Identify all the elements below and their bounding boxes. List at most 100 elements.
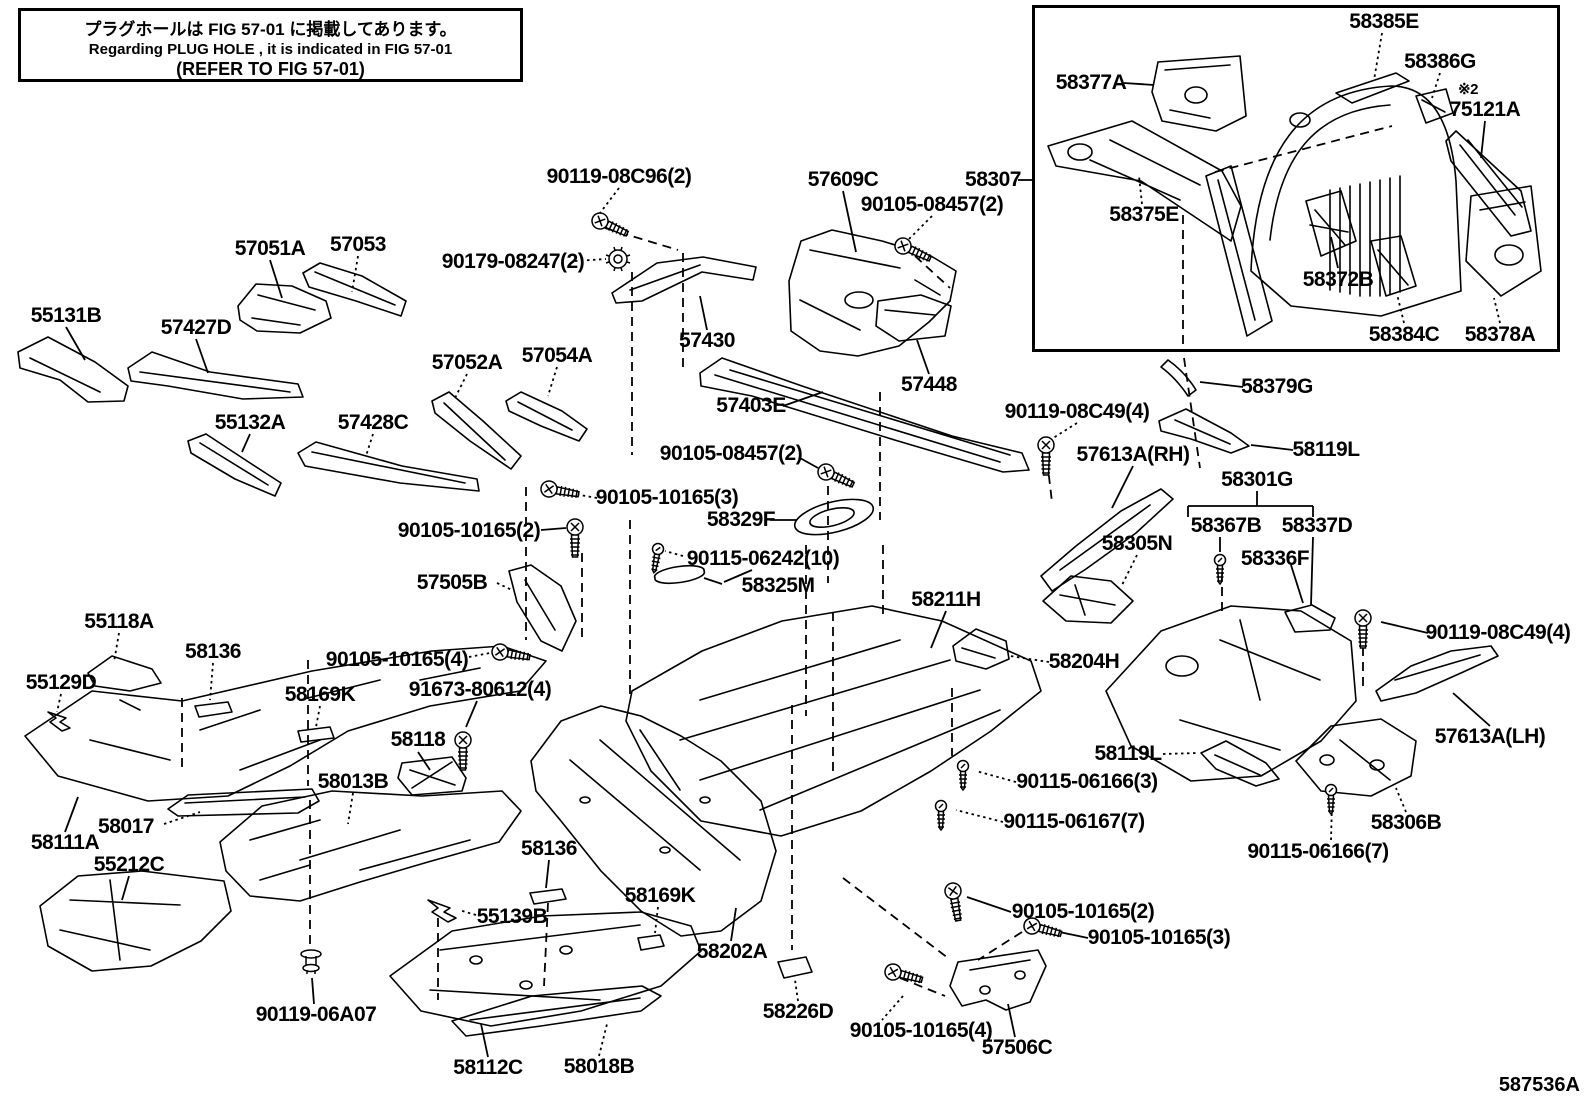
leader-line [799,457,819,469]
leader-line [195,338,209,374]
part-left-floor-side-panel [24,645,547,802]
leader-line [311,977,315,1005]
leader-line [1310,536,1314,606]
bolt-icon [944,882,962,922]
part-label-90115-06242(10): 90115-06242(10) [686,547,840,570]
part-label-58301g: 58301G [1221,468,1293,491]
leader-line [269,259,283,299]
screw-icon [1324,783,1338,816]
part-58336f-part [1284,604,1336,633]
part-55212c-panel [39,870,232,972]
part-label-57052a: 57052A [431,351,503,374]
part-58169k-clip-b [637,934,665,951]
part-inset-58372b-bracket [1305,190,1357,257]
leader-line [703,577,723,585]
bolt-icon [454,731,472,771]
part-label-※2: ※2 [1458,81,1478,98]
part-label-58211h: 58211H [911,588,981,611]
part-label-57506c: 57506C [981,1036,1053,1059]
part-label-58372b: 58372B [1302,268,1374,291]
part-label-58385e: 58385E [1349,10,1419,33]
part-57054a-rail [505,391,588,442]
leader-line [496,582,513,591]
leader-line [1396,293,1405,324]
leader-line [955,809,1004,823]
part-label-58337d: 58337D [1281,514,1353,537]
part-57051a-bracket [237,283,332,334]
part-55129d-arrow [47,711,71,732]
part-label-90119-06a07: 90119-06A07 [255,1003,377,1026]
leader-line [914,255,951,289]
screw-icon [1213,553,1227,586]
part-58136-clip-b [529,888,567,905]
part-label-58169k: 58169K [624,884,696,907]
bolt-icon [566,518,584,558]
part-label-58204h: 58204H [1048,650,1120,673]
part-label-55131b: 55131B [30,304,102,327]
part-label-58169k: 58169K [284,683,356,706]
part-57505b-bracket [508,564,577,652]
part-58136-clip-a [194,701,233,718]
part-label-58136: 58136 [521,837,577,860]
part-label-90105-10165(4): 90105-10165(4) [325,648,469,671]
bolt-icon [1023,917,1063,938]
leader-line [1330,236,1339,269]
leader-line [1373,32,1383,81]
leader-line [365,433,374,457]
leader-line [454,373,468,399]
grommet-icon [300,949,322,974]
part-58119l-brace-a [1158,408,1250,454]
part-label-55118a: 55118A [84,610,154,633]
part-inset-58384c-bracket [1370,235,1417,297]
part-label-90105-08457(2): 90105-08457(2) [860,193,1004,216]
part-label-91673-80612(4): 91673-80612(4) [408,678,552,701]
part-label-90105-10165(2): 90105-10165(2) [397,519,541,542]
nut-icon [605,246,631,272]
part-label-90119-08c96(2): 90119-08C96(2) [546,165,692,188]
leader-line [1452,692,1491,727]
part-inset-left-rail [1047,120,1242,242]
leader-line [975,770,1017,783]
leader-line [1111,465,1134,509]
part-label-90105-08457(2): 90105-08457(2) [659,442,803,465]
part-57613a-rh-brace [1040,488,1174,592]
part-58017-strip [167,788,320,817]
leader-line [547,366,558,397]
leader-line [163,811,201,825]
part-label-57613a(rh): 57613A(RH) [1076,443,1190,466]
bolt-icon [1354,609,1372,649]
part-label-57428c: 57428C [337,411,409,434]
part-58204h-bracket [952,628,1010,670]
part-label-58018b: 58018B [563,1055,635,1078]
bolt-icon [491,643,531,661]
leader-line [121,875,130,901]
bolt-icon [1037,436,1055,476]
part-label-57430: 57430 [679,329,735,352]
bolt-icon [817,463,856,488]
leader-line [930,610,947,649]
part-inset-58377a-panel [1151,55,1247,132]
part-label-58013b: 58013B [317,770,389,793]
part-inset-58386g-bracket [1415,88,1454,124]
part-58112c-floorpan [389,911,702,1027]
part-label-58111a: 58111A [30,831,100,854]
part-label-90105-10165(2): 90105-10165(2) [1011,900,1155,923]
leader-line [64,796,79,833]
part-label-58329f: 58329F [706,508,776,531]
part-label-58305n: 58305N [1101,532,1173,555]
leader-line [347,792,354,825]
part-label-58226d: 58226D [762,1000,834,1023]
part-57448-panel [875,294,952,342]
note-line-refer: (REFER TO FIG 57-01) [176,59,365,79]
leader-line [209,662,214,701]
leader-line [1480,120,1486,159]
leader-line [1395,787,1407,813]
screw-icon [956,759,970,792]
leader-line [604,227,679,251]
bolt-icon [884,963,924,984]
part-label-55139b: 55139B [476,905,548,928]
leader-line [1199,381,1244,388]
part-label-58307: 58307 [965,168,1021,191]
